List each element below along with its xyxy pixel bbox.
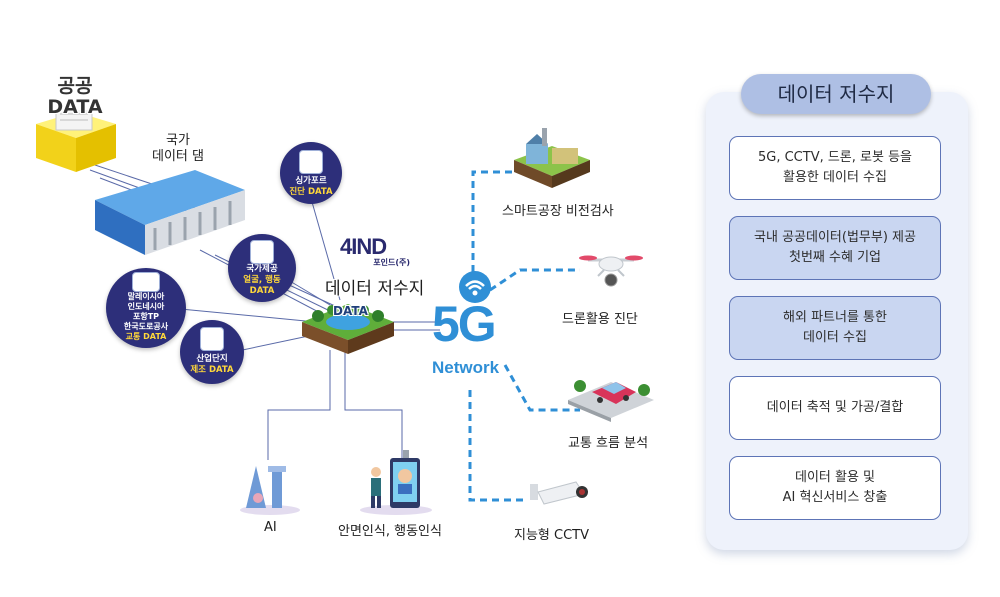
cctv-icon xyxy=(528,480,592,514)
network-label: Network xyxy=(432,358,500,377)
panel-item-processing: 데이터 축적 및 가공/결합 xyxy=(729,376,941,440)
smart-factory-icon xyxy=(512,126,592,188)
traffic-label: 교통 흐름 분석 xyxy=(568,436,649,451)
ai-figure-icon xyxy=(238,456,302,516)
public-data-box-icon xyxy=(36,105,116,172)
face-recognition-label: 안면인식, 행동인식 xyxy=(338,524,442,539)
panel-title: 데이터 저수지 xyxy=(741,74,931,114)
overseas-data-circle: 말레이시아 인도네시아 포항TP 한국도로공사 교통 DATA xyxy=(106,268,186,348)
smart-factory-label: 스마트공장 비전검사 xyxy=(502,204,614,219)
diagnosis-icon xyxy=(299,150,323,174)
public-data-label: 공공 DATA xyxy=(47,75,103,118)
traffic-car-icon xyxy=(566,370,656,422)
wifi-icon xyxy=(458,270,492,304)
cctv-label: 지능형 CCTV xyxy=(514,528,590,543)
car-icon xyxy=(132,272,160,292)
ai-label: AI xyxy=(264,520,277,535)
data-reservoir-icon xyxy=(302,298,394,354)
drone-icon xyxy=(578,246,644,300)
data-dam-icon xyxy=(95,170,245,260)
face-id-icon xyxy=(250,240,274,264)
singapore-data-circle: 싱가포르 진단 DATA xyxy=(280,142,342,204)
reservoir-data-badge: DATA xyxy=(333,304,368,318)
robot-arm-icon xyxy=(200,327,224,351)
data-dam-label: 국가 데이터 댐 xyxy=(152,133,204,164)
5g-label: 5G xyxy=(432,296,497,352)
face-recognition-icon xyxy=(356,448,436,516)
national-data-circle: 국가제공 얼굴, 행동 DATA xyxy=(228,234,296,302)
company-logo: 4IND 포인드(주) xyxy=(340,234,410,268)
industrial-data-circle: 산업단지 제조 DATA xyxy=(180,320,244,384)
drone-label: 드론활용 진단 xyxy=(562,312,638,327)
reservoir-title: 데이터 저수지 xyxy=(325,279,425,299)
